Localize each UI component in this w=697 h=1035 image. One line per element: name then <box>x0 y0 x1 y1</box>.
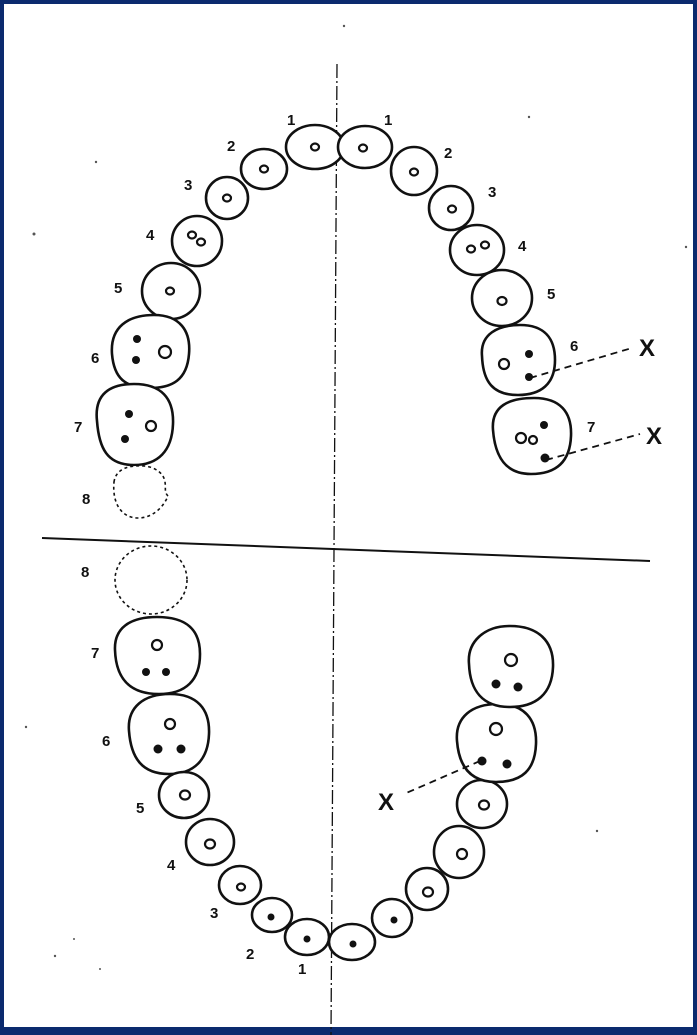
tooth-upper-left-4: 4 <box>146 214 224 268</box>
x-mark: X <box>646 423 662 450</box>
tooth-upper-right-2: 2 <box>389 145 452 197</box>
tooth-number-label: 6 <box>102 733 110 750</box>
x-mark: X <box>639 335 655 362</box>
lower-left-teeth: 8 7 6 5 <box>81 545 331 978</box>
tooth-lower-left-5: 5 <box>136 770 211 820</box>
tooth-lower-left-7: 7 <box>91 615 202 696</box>
tooth-number-label: 1 <box>298 961 306 978</box>
tooth-upper-right-1: 1 <box>336 112 394 170</box>
tooth-number-label: 4 <box>167 857 176 874</box>
mark-lower-right-6: X <box>378 760 481 816</box>
x-mark: X <box>378 789 394 816</box>
tooth-number-label: 6 <box>570 338 578 355</box>
occlusal-plane-line <box>41 537 651 562</box>
tooth-lower-left-1: 1 <box>283 917 331 978</box>
scan-specks <box>24 24 688 970</box>
tooth-number-label: 8 <box>81 564 89 581</box>
tooth-upper-left-3: 3 <box>184 175 250 221</box>
tooth-number-label: 3 <box>488 184 496 201</box>
tooth-lower-left-2: 2 <box>246 896 294 963</box>
tooth-number-label: 2 <box>444 145 452 162</box>
tooth-upper-right-3: 3 <box>427 184 496 232</box>
tooth-lower-left-6: 6 <box>102 692 211 776</box>
tooth-lower-left-3: 3 <box>210 864 263 922</box>
extraction-marks: X X X <box>378 335 662 816</box>
tooth-number-label: 5 <box>136 800 144 817</box>
tooth-number-label: 2 <box>246 946 254 963</box>
upper-left-teeth: 1 2 3 4 5 <box>74 112 346 519</box>
mark-upper-right-7: X <box>545 423 662 461</box>
tooth-lower-right-5 <box>455 778 509 830</box>
tooth-upper-left-6: 6 <box>91 313 191 390</box>
tooth-number-label: 7 <box>91 645 99 662</box>
lower-arch: 8 7 6 5 <box>81 545 555 978</box>
tooth-upper-left-7: 7 <box>74 382 175 467</box>
tooth-lower-right-4 <box>432 824 486 880</box>
tooth-lower-right-2 <box>370 897 414 939</box>
tooth-number-label: 5 <box>547 286 555 303</box>
upper-right-teeth: 1 2 3 4 5 <box>336 112 595 476</box>
tooth-upper-left-1: 1 <box>284 112 346 171</box>
dental-arch-diagram: 1 2 3 4 5 <box>24 24 688 1035</box>
tooth-lower-right-3 <box>404 866 450 912</box>
mark-upper-right-6: X <box>529 335 655 379</box>
tooth-upper-right-4: 4 <box>448 223 527 277</box>
tooth-number-label: 7 <box>587 419 595 436</box>
leader-line <box>545 433 641 461</box>
tooth-number-label: 3 <box>184 177 192 194</box>
tooth-lower-left-4: 4 <box>167 817 236 874</box>
tooth-upper-left-2: 2 <box>227 138 289 191</box>
tooth-upper-left-5: 5 <box>114 261 202 321</box>
tooth-number-label: 1 <box>287 112 295 129</box>
tooth-upper-right-6: 6 <box>480 323 578 397</box>
leader-line <box>529 347 633 379</box>
tooth-number-label: 4 <box>146 227 155 244</box>
tooth-upper-left-8-missing: 8 <box>82 465 169 519</box>
tooth-upper-right-5: 5 <box>470 268 555 328</box>
tooth-number-label: 6 <box>91 350 99 367</box>
lower-right-teeth <box>327 624 555 962</box>
tooth-number-label: 1 <box>384 112 392 129</box>
tooth-lower-right-6 <box>455 702 538 784</box>
tooth-number-label: 4 <box>518 238 527 255</box>
tooth-number-label: 8 <box>82 491 90 508</box>
tooth-number-label: 5 <box>114 280 122 297</box>
tooth-lower-left-8-missing: 8 <box>81 545 188 615</box>
tooth-upper-right-7: 7 <box>491 396 595 476</box>
tooth-lower-right-7 <box>467 624 555 709</box>
tooth-number-label: 3 <box>210 905 218 922</box>
upper-arch: 1 2 3 4 5 <box>74 112 595 519</box>
tooth-number-label: 7 <box>74 419 82 436</box>
leader-line <box>403 760 481 795</box>
tooth-lower-right-1 <box>327 922 377 962</box>
tooth-number-label: 2 <box>227 138 235 155</box>
